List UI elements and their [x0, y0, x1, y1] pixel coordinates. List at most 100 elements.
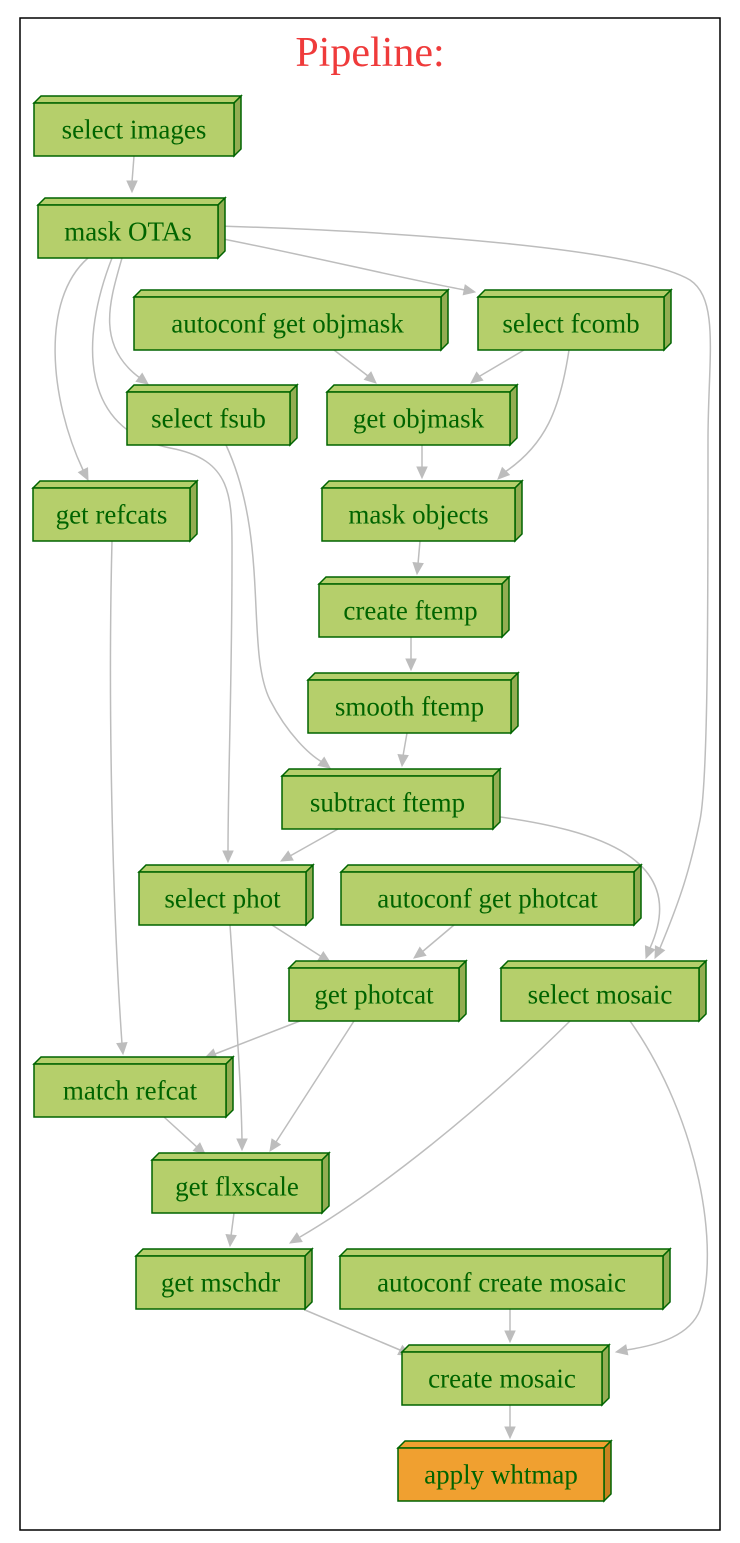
node-get-flxscale[interactable]: get flxscale: [150, 1151, 331, 1215]
node-side-face: [601, 1343, 610, 1407]
node-get-objmask[interactable]: get objmask: [325, 383, 519, 447]
node-label: autoconf get objmask: [171, 309, 404, 339]
node-select-images[interactable]: select images: [32, 94, 243, 158]
edge-smooth-ftemp-to-subtract-ftemp: [397, 732, 409, 768]
node-front-face: [288, 967, 460, 1022]
node-label: create ftemp: [343, 596, 477, 626]
edge-line: [109, 540, 123, 1045]
node-side-face: [189, 479, 198, 543]
node-autoconf-objmask[interactable]: autoconf get objmask: [132, 288, 450, 352]
node-front-face: [500, 967, 700, 1022]
edge-subtract-ftemp-to-select-phot: [279, 828, 339, 862]
arrowhead: [135, 372, 149, 385]
node-side-face: [304, 1247, 313, 1311]
node-get-photcat[interactable]: get photcat: [287, 959, 468, 1023]
node-label: mask objects: [348, 500, 488, 530]
node-apply-whtmap[interactable]: apply whtmap: [396, 1439, 613, 1503]
edge-line: [229, 924, 243, 1141]
nodes-layer: select images mask OTAs autoconf get objma…: [31, 94, 708, 1503]
edge-mask-otas-to-select-mosaic: [217, 225, 712, 960]
node-top-face: [132, 289, 450, 298]
edge-line: [217, 225, 712, 949]
node-side-face: [663, 288, 672, 352]
edge-line: [417, 540, 421, 565]
node-front-face: [477, 296, 665, 351]
edge-line: [271, 924, 323, 958]
node-autoconf-mosaic[interactable]: autoconf create mosaic: [338, 1247, 672, 1311]
edge-line: [91, 257, 233, 853]
node-select-fsub[interactable]: select fsub: [125, 383, 299, 447]
arrowhead: [497, 466, 511, 480]
node-create-ftemp[interactable]: create ftemp: [317, 575, 511, 639]
node-front-face: [397, 1447, 605, 1502]
arrowhead: [279, 850, 294, 862]
edge-line: [333, 349, 369, 377]
edge-line: [492, 815, 661, 949]
node-get-refcats[interactable]: get refcats: [31, 479, 199, 543]
arrowhead: [504, 1330, 516, 1344]
node-side-face: [305, 863, 314, 927]
node-front-face: [307, 679, 512, 734]
arrowhead: [405, 658, 417, 672]
node-top-face: [31, 480, 199, 489]
arrowhead: [412, 561, 424, 576]
edge-line: [625, 1020, 709, 1351]
node-front-face: [321, 487, 516, 542]
node-top-face: [134, 1248, 314, 1257]
node-side-face: [510, 671, 519, 735]
arrowhead: [317, 756, 331, 769]
node-label: get flxscale: [175, 1172, 299, 1202]
node-label: create mosaic: [428, 1364, 576, 1394]
node-select-mosaic[interactable]: select mosaic: [499, 959, 708, 1023]
edge-mask-objects-to-create-ftemp: [412, 540, 424, 576]
node-mask-otas[interactable]: mask OTAs: [36, 196, 227, 260]
arrowhead: [116, 1041, 128, 1056]
node-select-phot[interactable]: select phot: [137, 863, 315, 927]
node-select-fcomb[interactable]: select fcomb: [476, 288, 673, 352]
node-front-face: [133, 296, 442, 351]
edge-line: [230, 1212, 235, 1237]
edge-line: [108, 257, 141, 379]
arrowhead: [236, 1138, 248, 1152]
node-top-face: [36, 197, 227, 206]
edge-line: [217, 237, 466, 291]
node-top-face: [476, 289, 673, 298]
node-get-mschdr[interactable]: get mschdr: [134, 1247, 314, 1311]
node-side-face: [289, 383, 298, 447]
node-label: autoconf create mosaic: [377, 1268, 626, 1298]
edge-mask-otas-to-select-phot: [91, 257, 234, 864]
node-side-face: [501, 575, 510, 639]
arrowhead: [416, 466, 428, 480]
node-autoconf-photcat[interactable]: autoconf get photcat: [339, 863, 643, 927]
node-subtract-ftemp[interactable]: subtract ftemp: [280, 767, 502, 831]
arrowhead: [225, 1233, 237, 1248]
edge-line: [289, 828, 339, 857]
edge-line: [421, 924, 455, 953]
arrowhead: [397, 753, 409, 768]
node-label: select images: [62, 115, 207, 145]
node-top-face: [396, 1440, 613, 1449]
edge-line: [214, 1020, 301, 1055]
node-label: select fcomb: [502, 309, 639, 339]
node-top-face: [339, 864, 643, 873]
node-side-face: [321, 1151, 330, 1215]
edge-autoconf-objmask-to-get-objmask: [333, 349, 377, 384]
arrowhead: [614, 1344, 629, 1356]
node-smooth-ftemp[interactable]: smooth ftemp: [306, 671, 520, 735]
node-front-face: [151, 1159, 323, 1214]
node-label: get photcat: [314, 980, 434, 1010]
edge-select-phot-to-get-flxscale: [229, 924, 248, 1152]
edge-line: [54, 257, 89, 471]
node-mask-objects[interactable]: mask objects: [320, 479, 524, 543]
edge-line: [225, 444, 323, 763]
node-side-face: [633, 863, 642, 927]
edge-select-fcomb-to-get-objmask: [470, 349, 525, 384]
node-create-mosaic[interactable]: create mosaic: [400, 1343, 611, 1407]
node-label: subtract ftemp: [310, 788, 465, 818]
node-top-face: [125, 384, 299, 393]
edge-autoconf-photcat-to-get-photcat: [413, 924, 455, 959]
arrowhead: [363, 371, 377, 384]
node-front-face: [33, 102, 235, 157]
node-match-refcat[interactable]: match refcat: [32, 1055, 235, 1119]
edge-select-images-to-mask-otas: [126, 155, 138, 194]
